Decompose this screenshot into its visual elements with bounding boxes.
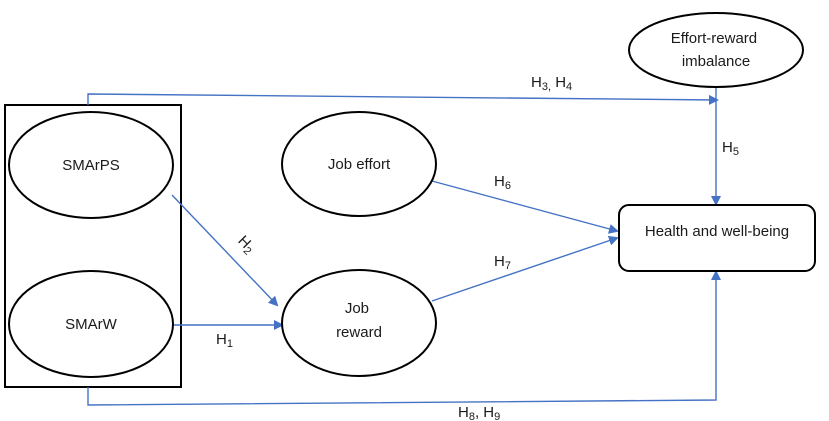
node-job-effort: Job effort [281, 111, 437, 217]
node-effort-reward-imbalance-shape [628, 12, 804, 88]
edge-h8-h9-label: H8, H9 [458, 404, 500, 421]
node-job-reward-line2: reward [336, 324, 382, 341]
edge-h3-h4-label: H3, H4 [531, 74, 572, 93]
edge-h2-line [171, 194, 279, 307]
node-health-well-being-shape [618, 204, 816, 272]
node-smarw-shape [8, 270, 174, 378]
edge-h7-line [431, 235, 619, 302]
node-job-reward-line1: Job [345, 300, 369, 317]
node-effort-reward-imbalance-label: Effort-reward imbalance [671, 30, 762, 70]
edge-h3-h4-line [87, 93, 719, 105]
edge-h6-line [431, 180, 619, 234]
edge-h8-h9-line [87, 270, 721, 406]
node-job-reward-label: Job reward [336, 300, 382, 341]
node-smarw-label: SMArW [65, 316, 118, 333]
node-eri-line1: Effort-reward [671, 30, 757, 47]
edge-h6-label: H6 [494, 173, 511, 192]
node-smarps-shape [8, 111, 174, 219]
node-eri-line2: imbalance [682, 53, 750, 70]
node-job-effort-label: Job effort [328, 156, 391, 173]
social-media-group-box [4, 104, 182, 388]
node-effort-reward-imbalance: Effort-reward imbalance [628, 12, 804, 88]
edge-h7-label: H7 [494, 253, 511, 272]
connectors [87, 87, 721, 406]
node-smarps: SMArPS [8, 111, 174, 219]
node-job-reward: Job reward [281, 269, 437, 377]
edge-h5-label: H5 [722, 139, 739, 158]
node-smarps-label: SMArPS [62, 157, 120, 174]
node-health-well-being: Health and well-being [618, 204, 816, 272]
node-health-well-being-label: Health and well-being [645, 223, 789, 240]
node-smarw: SMArW [8, 270, 174, 378]
edge-h1-label: H1 [216, 331, 233, 350]
edge-h2-label: H2 [233, 232, 258, 257]
node-job-reward-shape [281, 269, 437, 377]
node-job-effort-shape [281, 111, 437, 217]
